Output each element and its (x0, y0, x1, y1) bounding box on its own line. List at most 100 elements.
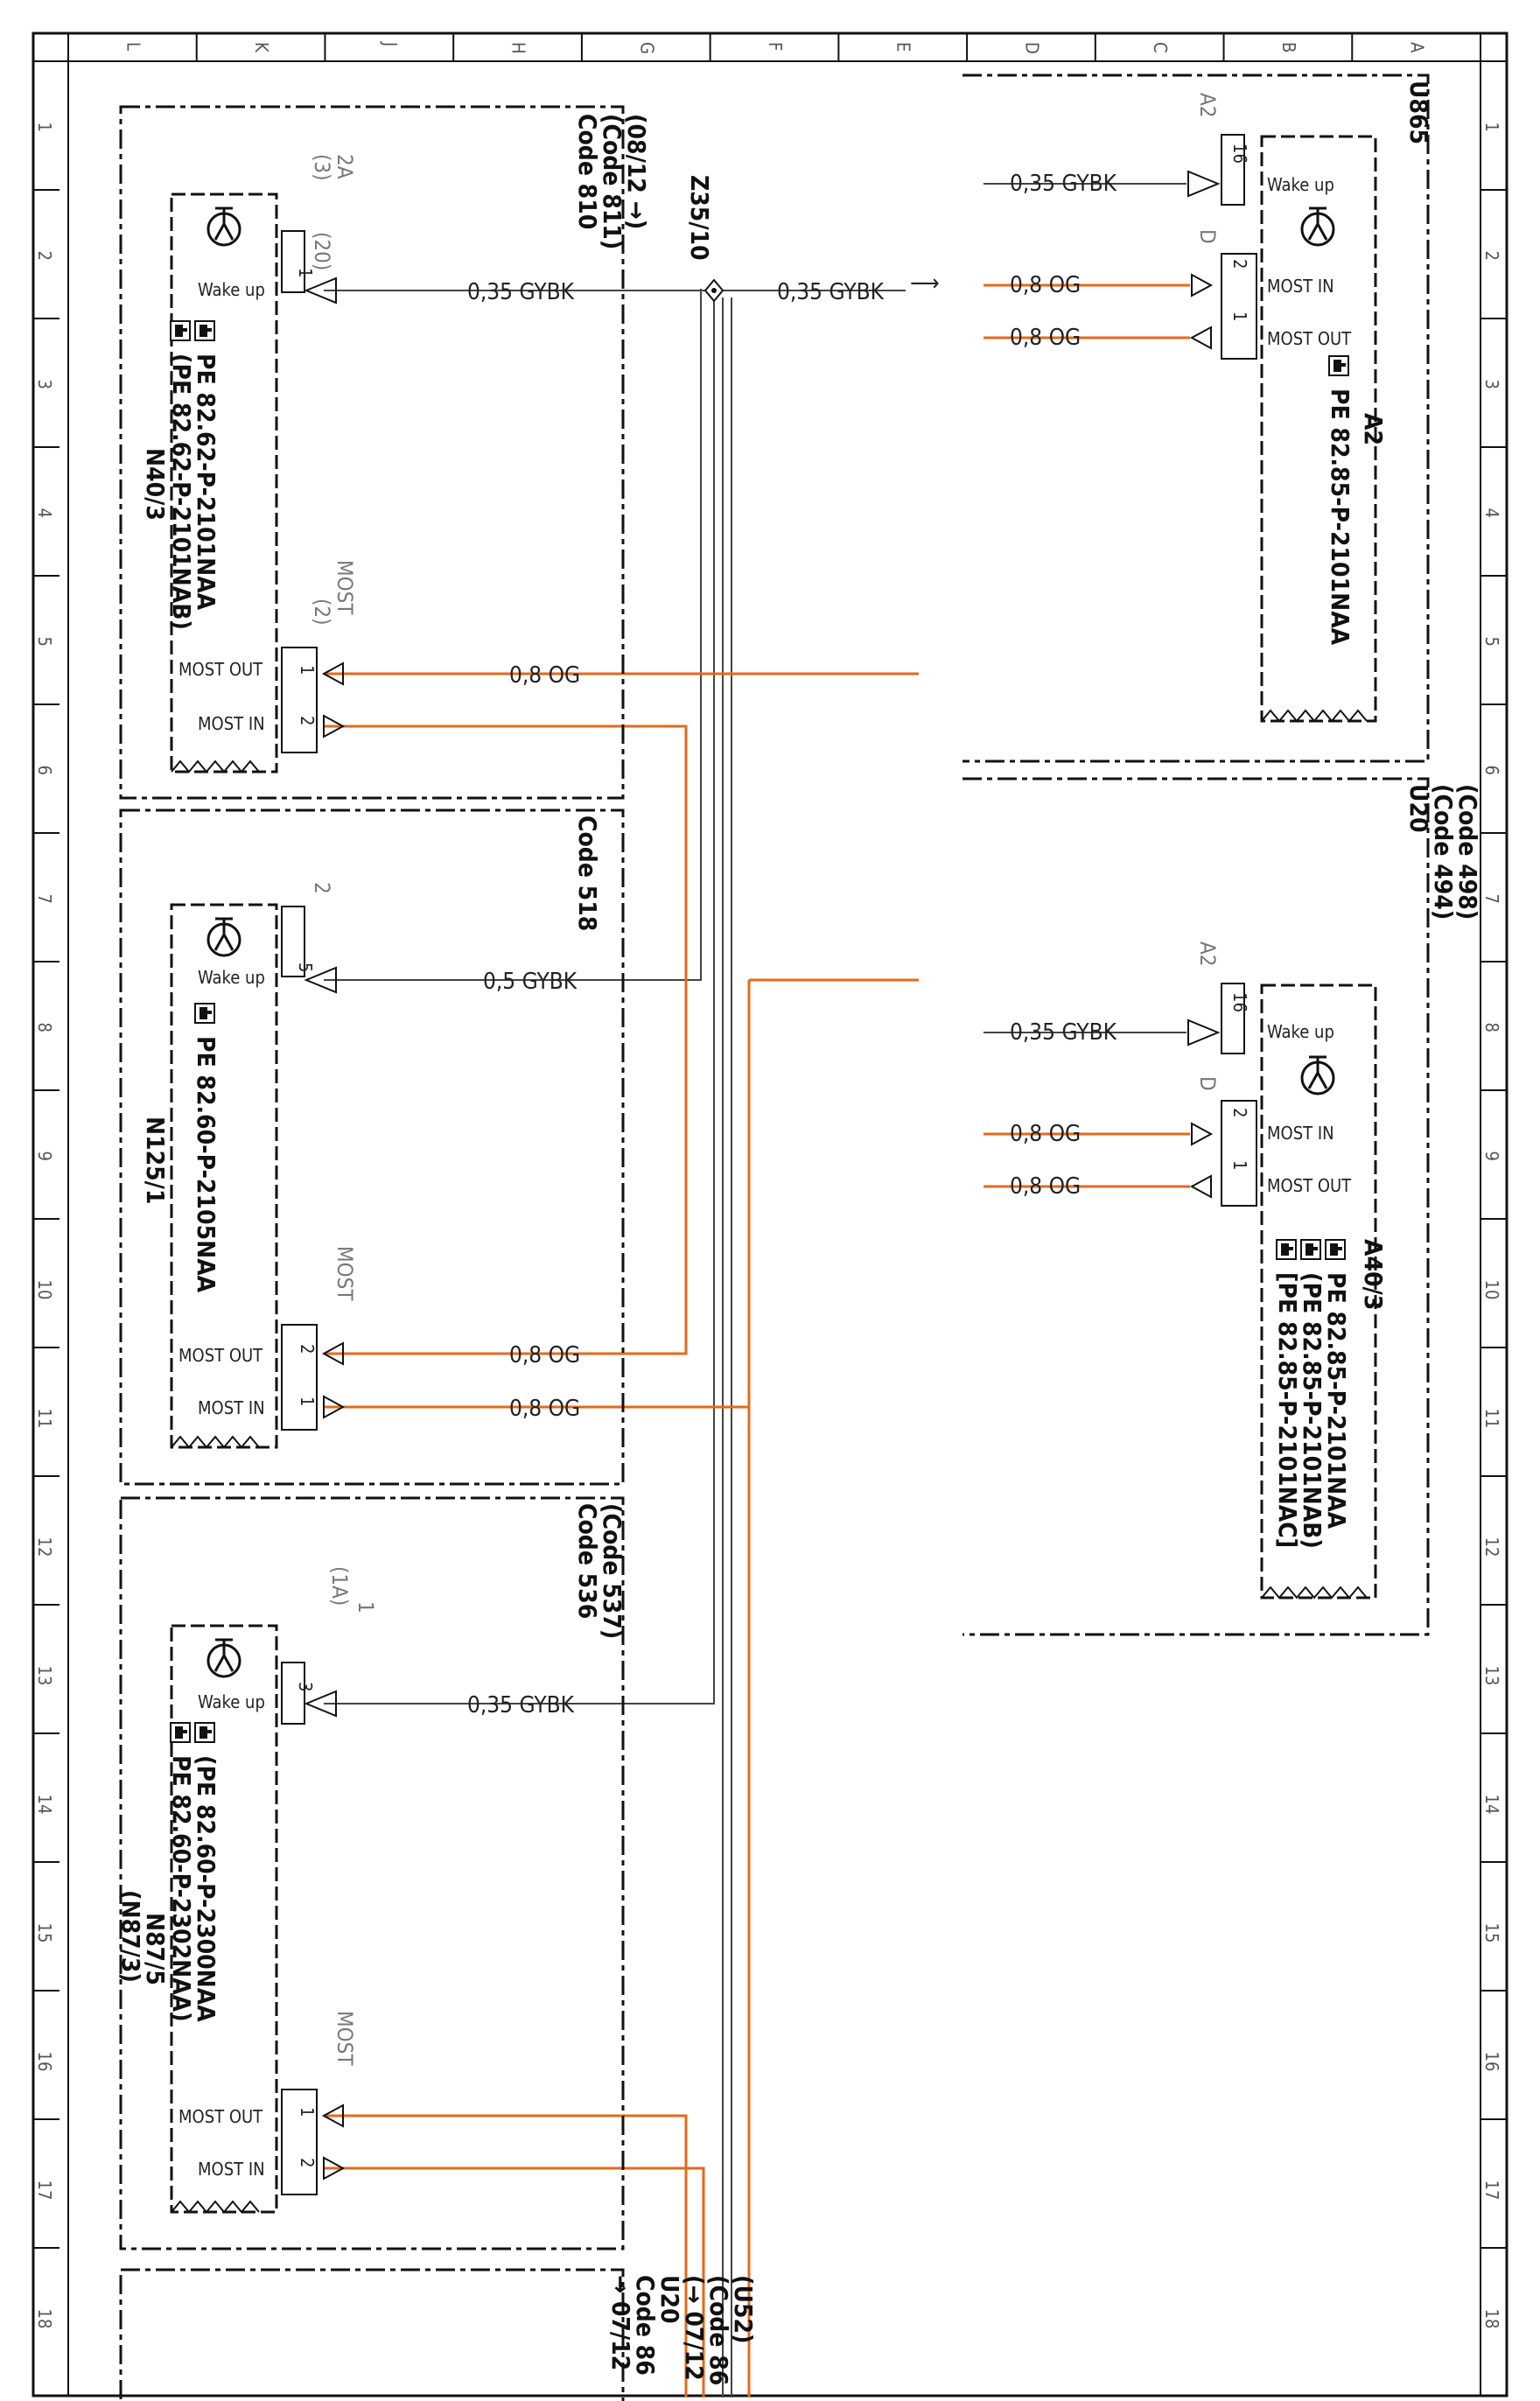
component-n1251: Code 518 Wake up MOST OUT MOST IN PE 82.… (119, 808, 625, 1486)
pin-label: 1 (297, 2107, 318, 2117)
service-hand-icon (1328, 355, 1349, 376)
grid-row-18: 18 (1481, 2309, 1502, 2329)
connector-label: D (1195, 229, 1220, 244)
most-out-label: MOST OUT (178, 2106, 263, 2127)
wake-up-label: Wake up (198, 279, 265, 300)
component-ref: (PE 82.60-P-2300NAA (192, 1755, 220, 2022)
component-ref: (PE 82.62-P-2101NAB) (167, 354, 196, 630)
grid-row-9: 9 (34, 1152, 55, 1161)
wire-label-n875-wake: 0,35 GYBK (467, 1692, 575, 1718)
grid-col-A: A (1407, 42, 1428, 53)
grid-row-11: 11 (34, 1409, 55, 1429)
pin-label: 2 (1229, 1108, 1250, 1117)
component-name-n875: N87/5 (141, 1913, 170, 1985)
wire-label-a403-wake: 0,35 GYBK (1010, 1019, 1117, 1046)
pin-label: 2 (297, 1344, 318, 1354)
grid-row-8: 8 (1481, 1023, 1502, 1032)
grid-col-G: G (636, 42, 657, 54)
code-536: Code 536 (573, 1503, 602, 1619)
service-hand-icon (1325, 1239, 1346, 1260)
splice-z35-10: Z35/10 (685, 175, 724, 303)
pin-label: 3 (295, 1682, 316, 1691)
pin-label: 1 (1229, 1160, 1250, 1170)
grid-row-6: 6 (34, 766, 55, 775)
pin-label: 1 (1229, 312, 1250, 321)
component-name-a403: A40/3 (1359, 1239, 1388, 1310)
pin-label: 1 (297, 665, 318, 675)
grid-col-B: B (1278, 42, 1299, 52)
most-in-label: MOST IN (198, 1397, 265, 1418)
service-hand-icon (194, 1722, 215, 1743)
wake-up-antenna-icon (206, 1638, 242, 1678)
component-name-n873: (N87/3) (116, 1890, 145, 1983)
wire-label-n1251-wake: 0,5 GYBK (483, 969, 578, 995)
component-ref: PE 82.60-P-2105NAA (192, 1036, 220, 1293)
break-symbol: ⟶ (910, 270, 940, 297)
grid-row-14: 14 (1481, 1795, 1502, 1815)
most-out-label: MOST OUT (1267, 1175, 1352, 1196)
component-ref: PE 82.85-P-2101NAA (1326, 388, 1354, 646)
wire-label-a403-in: 0,8 OG (1010, 1121, 1081, 1147)
code-line: Code 86 (631, 2275, 660, 2376)
component-ref: PE 82.62-P-2101NAA (192, 354, 220, 611)
connector-label: 1 (354, 1601, 378, 1614)
grid-row-2: 2 (34, 251, 55, 261)
connector-arrow (304, 276, 337, 304)
code-line: (Code 86 (704, 2275, 733, 2385)
u20-label: U20 (1404, 784, 1433, 833)
grid-row-2: 2 (1481, 251, 1502, 261)
grid-row-9: 9 (1481, 1152, 1502, 1161)
code-811: (Code 811) (598, 114, 626, 249)
most-label: MOST (332, 1246, 357, 1301)
code-498: (Code 498) (1453, 784, 1482, 920)
connector-label: A2 (1195, 93, 1220, 118)
wire-label-a403-out: 0,8 OG (1010, 1173, 1081, 1200)
wire-label-a2-in: 0,8 OG (1010, 272, 1081, 298)
most-wire-n875-out (324, 2114, 688, 2398)
most-label: MOST (332, 560, 357, 615)
pin-label: 2 (297, 716, 318, 725)
grid-row-17: 17 (34, 2180, 55, 2201)
component-bottom-partial: → 07/12 Code 86 U20 (→ 07/12 (Code 86 (U… (119, 2268, 758, 2401)
pin-label: 16 (1229, 144, 1250, 164)
code-line: (→ 07/12 (680, 2275, 709, 2381)
grid-row-12: 12 (34, 1537, 55, 1558)
service-hand-icon (170, 320, 191, 341)
most-in-label: MOST IN (198, 713, 265, 734)
grid-row-5: 5 (1481, 637, 1502, 647)
grid-row-15: 15 (1481, 1923, 1502, 1943)
grid-row-16: 16 (1481, 2052, 1502, 2072)
pin-label: 5 (295, 962, 316, 972)
wake-up-antenna-icon (1300, 1055, 1335, 1096)
u865-label: U865 (1404, 80, 1433, 144)
code-line: U20 (655, 2275, 684, 2324)
wake-up-antenna-icon (1300, 206, 1335, 247)
component-name-n403: N40/3 (141, 448, 170, 521)
most-label: MOST (332, 2011, 357, 2066)
component-name-n1251: N125/1 (141, 1116, 170, 1204)
most-in-label: MOST IN (198, 2159, 265, 2180)
service-hand-icon (1300, 1239, 1321, 1260)
connector-label: (2) (310, 598, 334, 626)
grid-row-8: 8 (34, 1023, 55, 1032)
component-name-a2: A2 (1359, 413, 1388, 445)
grid-row-18: 18 (34, 2309, 55, 2329)
wire-label-n403-out: 0,8 OG (509, 662, 580, 689)
component-n403: Code 810 (Code 811) (08/12 →) Wake up MO… (119, 105, 651, 800)
code-date: (08/12 →) (622, 114, 651, 229)
splice-label: Z35/10 (685, 175, 714, 261)
wake-up-label: Wake up (198, 1691, 265, 1712)
grid-col-F: F (765, 42, 786, 51)
grid-col-E: E (893, 42, 914, 52)
code-line: (U52) (729, 2275, 758, 2344)
component-a403: U20 (Code 494) (Code 498) Wake up MOST I… (962, 777, 1482, 1636)
pin-label: 2 (297, 2158, 318, 2167)
pin-label: (20) (310, 232, 334, 270)
code-810: Code 810 (573, 114, 602, 229)
gybk-trunk-wire (324, 289, 715, 1704)
most-wire-n875-in (324, 2166, 705, 2398)
grid-row-16: 16 (34, 2052, 55, 2072)
